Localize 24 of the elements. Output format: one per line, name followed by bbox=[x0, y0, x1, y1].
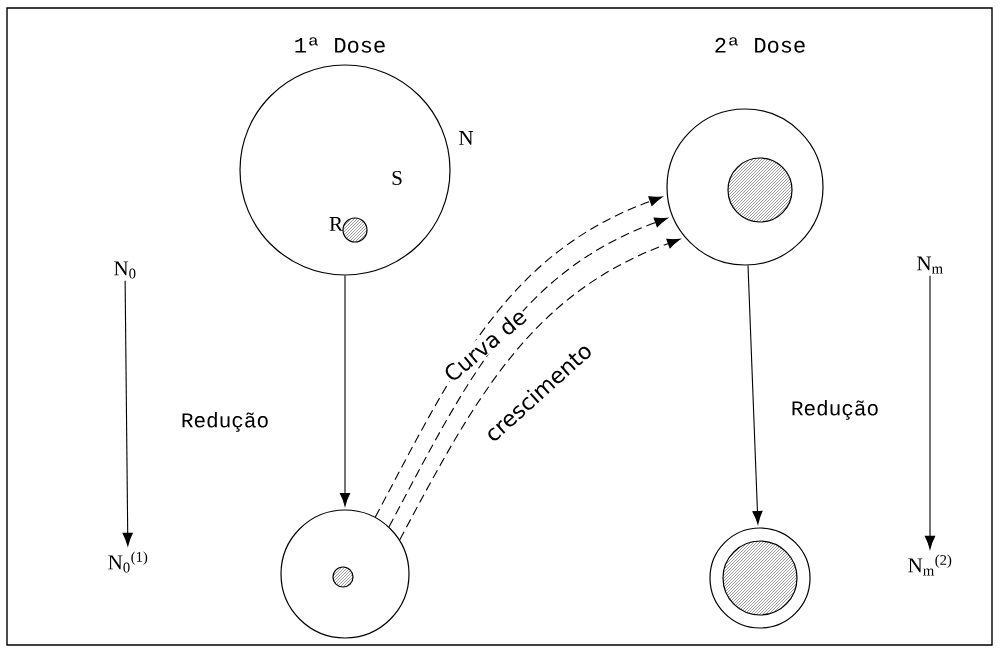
circle bbox=[239, 64, 451, 276]
hatched-circle bbox=[332, 566, 354, 588]
hatched-circle bbox=[342, 217, 368, 243]
letter-label: S bbox=[392, 170, 402, 186]
circle bbox=[709, 527, 811, 629]
arrow bbox=[399, 238, 681, 541]
hatched-circle bbox=[727, 157, 793, 223]
letter-label: R bbox=[329, 217, 343, 231]
arrow bbox=[747, 264, 763, 525]
arrow bbox=[122, 280, 133, 547]
hatched-circle bbox=[722, 540, 798, 616]
circle bbox=[666, 108, 824, 266]
reduction-label: Redução bbox=[792, 400, 878, 420]
arrow bbox=[924, 275, 936, 550]
symbol-label: N$_{m}$ bbox=[917, 256, 943, 274]
circle bbox=[280, 509, 410, 639]
symbol-label: N$_{m}$(2) bbox=[908, 554, 952, 576]
symbol-label: N$_{0}$(1) bbox=[108, 551, 148, 573]
letter-label: N bbox=[459, 131, 474, 145]
reduction-label: Redução bbox=[182, 412, 268, 432]
symbol-label: N$_{0}$ bbox=[114, 261, 136, 279]
dose-heading: 2ª Dose bbox=[715, 37, 805, 53]
dose-heading: 1ª Dose bbox=[295, 37, 385, 53]
arrow bbox=[339, 275, 351, 507]
